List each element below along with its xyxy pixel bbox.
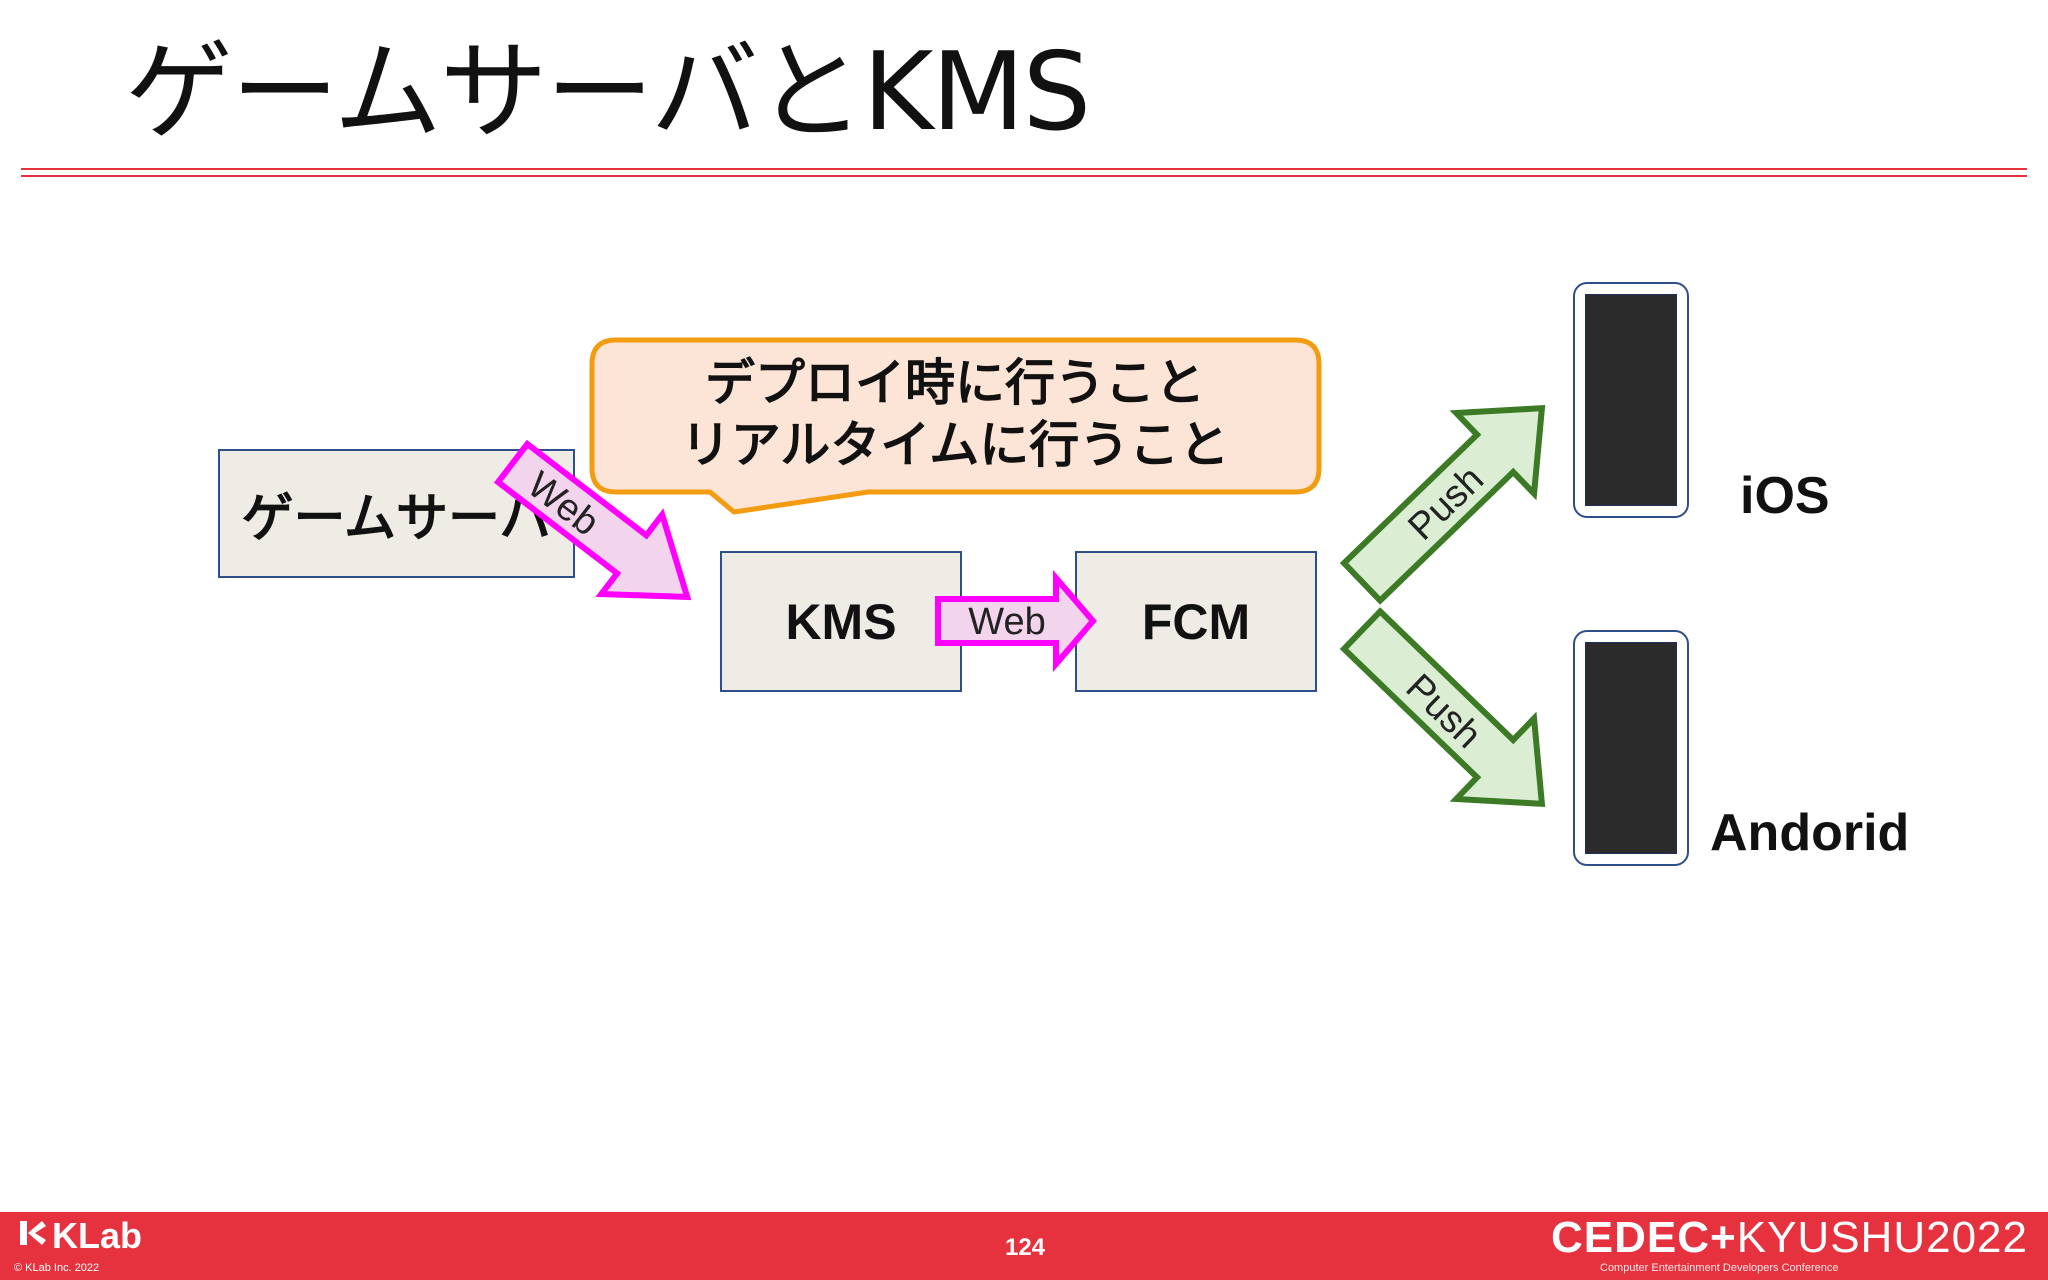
android-phone-icon: [1573, 630, 1689, 866]
fcm-box: FCM: [1075, 551, 1317, 692]
title-rule-bottom: [21, 175, 2027, 177]
kms-label: KMS: [785, 593, 897, 650]
callout-bubble: [589, 337, 1322, 515]
arrow-kms-to-fcm-label: Web: [968, 601, 1045, 643]
conference-cedec: CEDEC+: [1551, 1213, 1737, 1262]
arrow-game-to-kms: Web: [493, 439, 692, 601]
arrow-fcm-to-android: Push: [1339, 607, 1546, 808]
callout-text: デプロイ時に行うこと リアルタイムに行うこと: [620, 352, 1290, 476]
conference-logo: CEDEC+KYUSHU2022: [1551, 1214, 2028, 1262]
klab-logo: KLab: [18, 1216, 142, 1256]
arrow-kms-to-fcm: Web: [935, 569, 1097, 673]
conference-kyushu: KYUSHU2022: [1736, 1213, 2028, 1262]
fcm-label: FCM: [1141, 593, 1251, 650]
ios-label: iOS: [1740, 467, 1830, 525]
ios-phone-screen: [1585, 294, 1677, 506]
klab-brand-text: KLab: [52, 1215, 142, 1256]
slide-title: ゲームサーバとKMS: [125, 30, 1091, 155]
kms-box: KMS: [720, 551, 962, 692]
arrow-fcm-to-android-shape: [1339, 607, 1546, 808]
arrow-fcm-to-ios: Push: [1339, 404, 1546, 605]
arrow-game-to-kms-shape: [493, 439, 692, 601]
arrow-fcm-to-ios-shape: [1339, 404, 1546, 605]
page-number: 124: [1004, 1234, 1046, 1261]
klab-k-icon: [18, 1216, 48, 1256]
callout-line-2: リアルタイムに行うこと: [680, 416, 1230, 474]
title-rule-top: [21, 168, 2027, 170]
game-server-label: ゲームサーバ: [241, 489, 552, 549]
callout-shape: [589, 337, 1322, 515]
conference-subtitle: Computer Entertainment Developers Confer…: [1600, 1262, 1839, 1274]
footer-bar: KLab © KLab Inc. 2022 124 CEDEC+KYUSHU20…: [0, 1212, 2048, 1280]
android-label: Andorid: [1710, 804, 1910, 862]
copyright: © KLab Inc. 2022: [14, 1262, 100, 1274]
ios-phone-icon: [1573, 282, 1689, 518]
android-phone-screen: [1585, 642, 1677, 854]
callout-line-1: デプロイ時に行うこと: [705, 354, 1205, 412]
arrow-kms-to-fcm-shape: [935, 569, 1097, 673]
